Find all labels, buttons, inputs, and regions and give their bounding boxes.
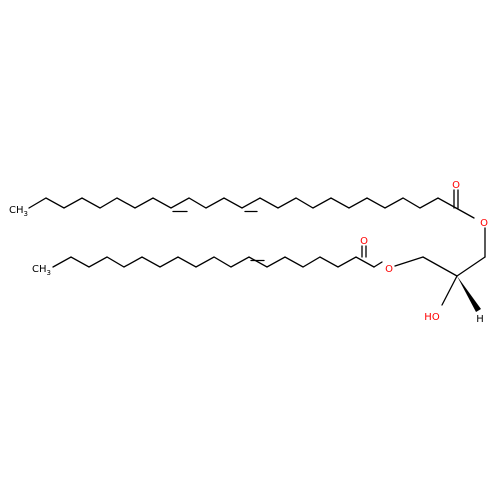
stereo-wedge-bond	[457, 276, 481, 312]
ester-oxygen-top-label: O	[480, 218, 488, 229]
ch3-bottom-label: CH3	[32, 264, 51, 277]
glycerol-ch-ch2	[422, 256, 458, 277]
carbonyl-oxygen-top-label: O	[452, 180, 460, 191]
glycerol-ch2-o-left	[394, 256, 424, 267]
top-chain-backbone	[28, 197, 457, 209]
glycerol-ch-oh-bond	[441, 275, 458, 306]
ch3-top-label: CH3	[9, 205, 28, 218]
hydroxyl-label: HO	[424, 312, 440, 323]
glycerol-ch2-ch	[456, 256, 486, 277]
top-fatty-acid-chain	[28, 189, 475, 219]
ester-oxygen-bottom-label: O	[385, 264, 393, 275]
glycerol-backbone	[394, 227, 486, 312]
hydrogen-label: H	[476, 314, 484, 325]
bottom-ester-bond	[373, 261, 383, 268]
bottom-chain-backbone	[52, 256, 375, 268]
atom-labels: CH3 CH3 O O O O HO H	[9, 180, 488, 325]
carbonyl-oxygen-bottom-label: O	[360, 236, 368, 247]
top-ester-bond	[455, 207, 475, 219]
bottom-fatty-acid-chain	[52, 245, 383, 268]
